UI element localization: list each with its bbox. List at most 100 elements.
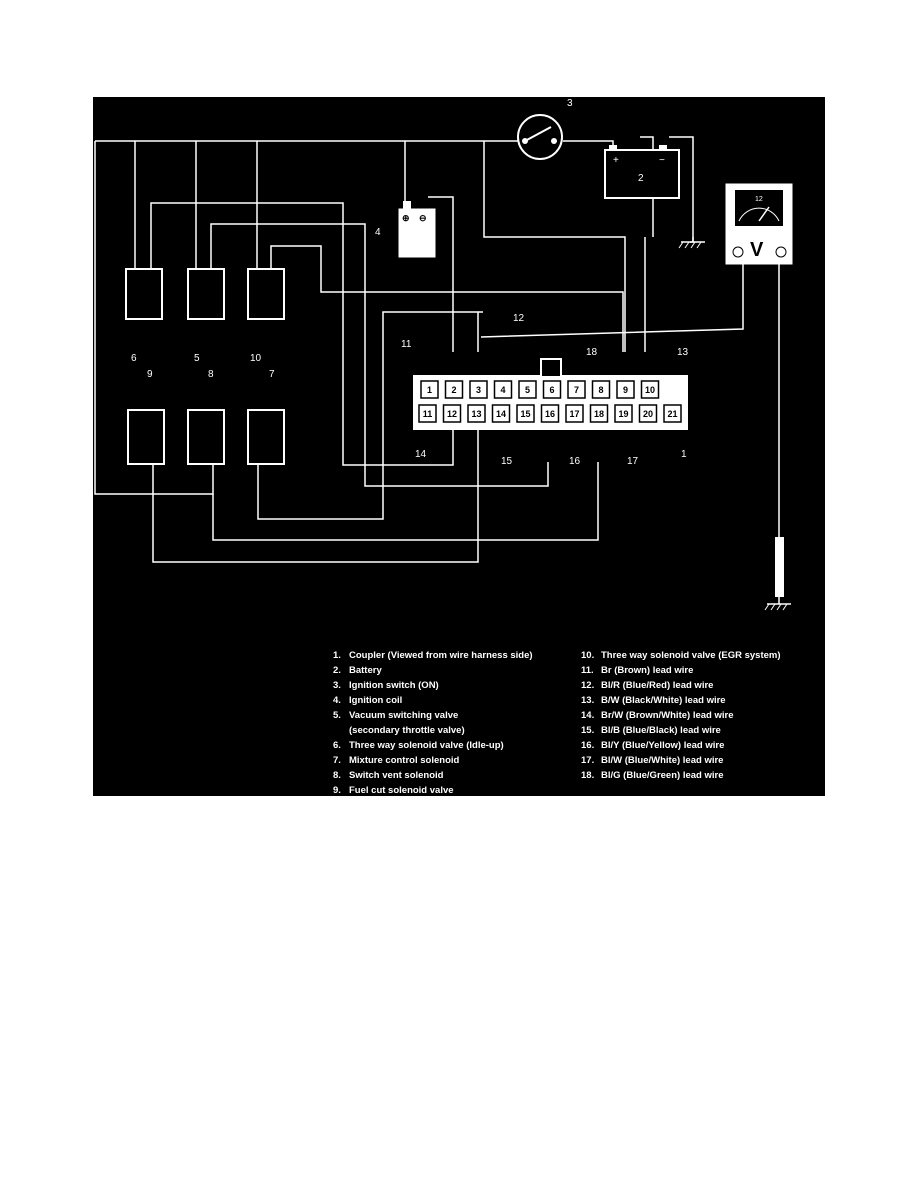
coupler-pin-label: 11 [423, 409, 433, 419]
wires [94, 136, 780, 563]
coupler-pin [638, 404, 658, 423]
legend-item-number: 1. [333, 650, 341, 661]
legend-left: 1.Coupler (Viewed from wire harness side… [333, 648, 533, 796]
coupler-pin-label: 16 [545, 409, 555, 419]
coupler-pin-label: 13 [471, 409, 481, 419]
coupler-pin-label: 21 [667, 409, 677, 419]
coupler-pin [467, 404, 486, 423]
legend-item: 12.Bl/R (Blue/Red) lead wire [581, 678, 781, 693]
legend-item-number: 4. [333, 695, 341, 706]
meter-scale-label: 12 [755, 196, 763, 203]
coupler-pin [540, 404, 560, 423]
meter-volt-symbol: V [750, 239, 764, 261]
legend-item-text: Ignition coil [349, 695, 403, 706]
legend-item-number: 16. [581, 740, 595, 751]
battery-ground-icon [678, 237, 705, 249]
legend-item-text: Three way solenoid valve (EGR system) [601, 650, 781, 661]
legend-item-number: 14. [581, 710, 595, 721]
legend-item-number: 8. [333, 770, 341, 781]
legend-item-number: 13. [581, 695, 595, 706]
coupler-pin [491, 404, 511, 423]
legend-item-text: Ignition switch (ON) [349, 680, 439, 691]
legend-item-text: (secondary throttle valve) [349, 725, 465, 736]
legend-item-text: Bl/B (Blue/Black) lead wire [601, 725, 721, 736]
callout-14: 14 [415, 449, 427, 460]
legend-item-number: 17. [581, 755, 595, 766]
legend-item-text: Bl/G (Blue/Green) lead wire [601, 770, 724, 781]
coupler-pin [589, 404, 609, 423]
solenoid-boxes [125, 268, 285, 465]
coupler-pin-label: 10 [645, 385, 655, 395]
legend-item: 17.Bl/W (Blue/White) lead wire [581, 753, 781, 768]
coupler-pin [614, 404, 633, 423]
coupler-pin-label: 19 [618, 409, 628, 419]
coupler-pin-label: 12 [447, 409, 457, 419]
legend-item-number: 7. [333, 755, 341, 766]
legend-item-number: 3. [333, 680, 341, 691]
legend-item-text: B/W (Black/White) lead wire [601, 695, 726, 706]
coupler-pin-label: 17 [569, 409, 579, 419]
callout-10: 10 [250, 353, 262, 364]
coupler-pin-label: 15 [520, 409, 530, 419]
coupler-pin [542, 380, 562, 399]
callout-18: 18 [586, 347, 598, 358]
legend-item-number: 11. [581, 665, 594, 676]
legend-item: 18. Bl/G (Blue/Green) lead wire [581, 768, 781, 783]
legend-item: 11. Br (Brown) lead wire [581, 663, 781, 678]
legend-item-number: 2. [333, 665, 341, 676]
legend-item: 7.Mixture control solenoid [333, 753, 533, 768]
callout-11: 11 [401, 339, 412, 350]
callout-12: 12 [513, 313, 525, 324]
coupler-pin-label: 1 [427, 385, 432, 395]
legend-item: 15.Bl/B (Blue/Black) lead wire [581, 723, 781, 738]
callout-labels: 1 2 3 4 5 6 7 8 9 10 11 12 13 14 15 16 1… [131, 98, 689, 467]
legend-item-number: 18. [581, 770, 595, 781]
coupler-pin [663, 404, 682, 423]
legend-item-text: Bl/R (Blue/Red) lead wire [601, 680, 714, 691]
coupler-pin [616, 380, 635, 399]
callout-3: 3 [567, 98, 573, 109]
legend-item: 14.Br/W (Brown/White) lead wire [581, 708, 781, 723]
legend-item: 3. Ignition switch (ON) [333, 678, 533, 693]
coupler-pin-label: 8 [598, 385, 603, 395]
callout-15: 15 [501, 456, 513, 467]
coil-minus-label: ⊖ [419, 213, 427, 223]
legend-item-text: Battery [349, 665, 382, 676]
probe [764, 537, 791, 611]
coupler-pin-label: 7 [574, 385, 579, 395]
callout-8: 8 [208, 369, 214, 380]
callout-13: 13 [677, 347, 689, 358]
ignition-switch [517, 114, 563, 160]
legend-item: 6.Three way solenoid valve (Idle-up) [333, 738, 533, 753]
legend-item: 4. Ignition coil [333, 693, 533, 708]
coupler-pin [420, 380, 439, 399]
coupler-pin-label: 2 [451, 385, 456, 395]
coupler-pin-label: 18 [594, 409, 604, 419]
legend-right: 10.Three way solenoid valve (EGR system)… [581, 648, 781, 783]
legend-item-number: 5. [333, 710, 341, 721]
legend-item-text: Bl/Y (Blue/Yellow) lead wire [601, 740, 725, 751]
coupler-pin [469, 380, 488, 399]
battery: + − [604, 145, 680, 199]
legend-item-number: 9. [333, 785, 341, 796]
legend-item-text: Br (Brown) lead wire [601, 665, 694, 676]
coupler-pin [591, 380, 611, 399]
callout-5: 5 [194, 353, 200, 364]
coupler-pin-label: 6 [549, 385, 554, 395]
legend-item: 16. Bl/Y (Blue/Yellow) lead wire [581, 738, 781, 753]
coil-plus-label: ⊕ [402, 213, 410, 223]
callout-9: 9 [147, 369, 153, 380]
voltmeter: 12 V [725, 183, 793, 265]
legend-item: 9.Fuel cut solenoid valve [333, 783, 533, 796]
coupler-pin [518, 380, 537, 399]
legend-item: 1.Coupler (Viewed from wire harness side… [333, 648, 533, 663]
legend-item-text: Vacuum switching valve [349, 710, 459, 721]
callout-17: 17 [627, 456, 639, 467]
coupler-pin-label: 9 [623, 385, 628, 395]
coupler-pin [516, 404, 535, 423]
callout-2: 2 [638, 173, 644, 184]
